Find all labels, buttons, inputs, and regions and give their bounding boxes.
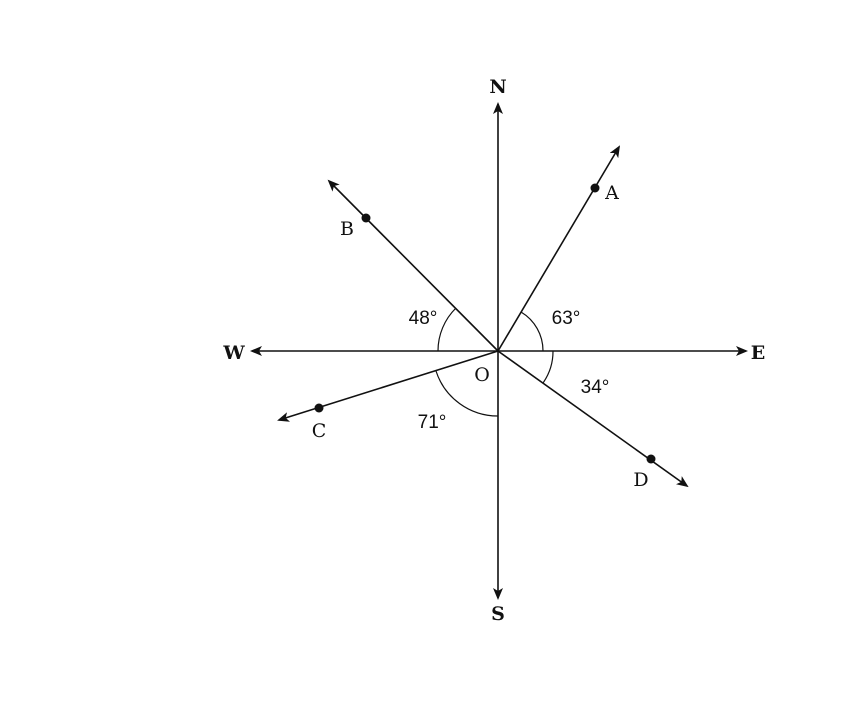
point-c-label: C — [312, 420, 327, 442]
angle-arc-34 — [542, 350, 554, 384]
angle-arc-63 — [520, 311, 544, 352]
point-c — [314, 403, 324, 413]
angle-arc-48 — [437, 307, 457, 352]
point-d-label: D — [633, 469, 648, 491]
ray-oc — [277, 350, 499, 422]
origin-label: O — [474, 364, 490, 386]
angle-label-34: 34° — [581, 377, 610, 398]
south-label: S — [491, 603, 505, 625]
point-b — [361, 213, 371, 223]
east-label: E — [751, 342, 765, 364]
ray-oa — [497, 145, 621, 352]
west-label: W — [222, 342, 245, 364]
point-a — [590, 183, 600, 193]
angle-label-71: 71° — [418, 412, 447, 433]
angle-label-48: 48° — [409, 308, 438, 329]
point-a-label: A — [604, 182, 619, 204]
ray-od — [497, 350, 689, 488]
point-b-label: B — [340, 218, 354, 240]
angle-label-63: 63° — [552, 308, 581, 329]
ray-ob — [327, 179, 499, 352]
north-label: N — [489, 76, 506, 98]
point-d — [646, 454, 656, 464]
angle-arc-71 — [435, 370, 499, 417]
